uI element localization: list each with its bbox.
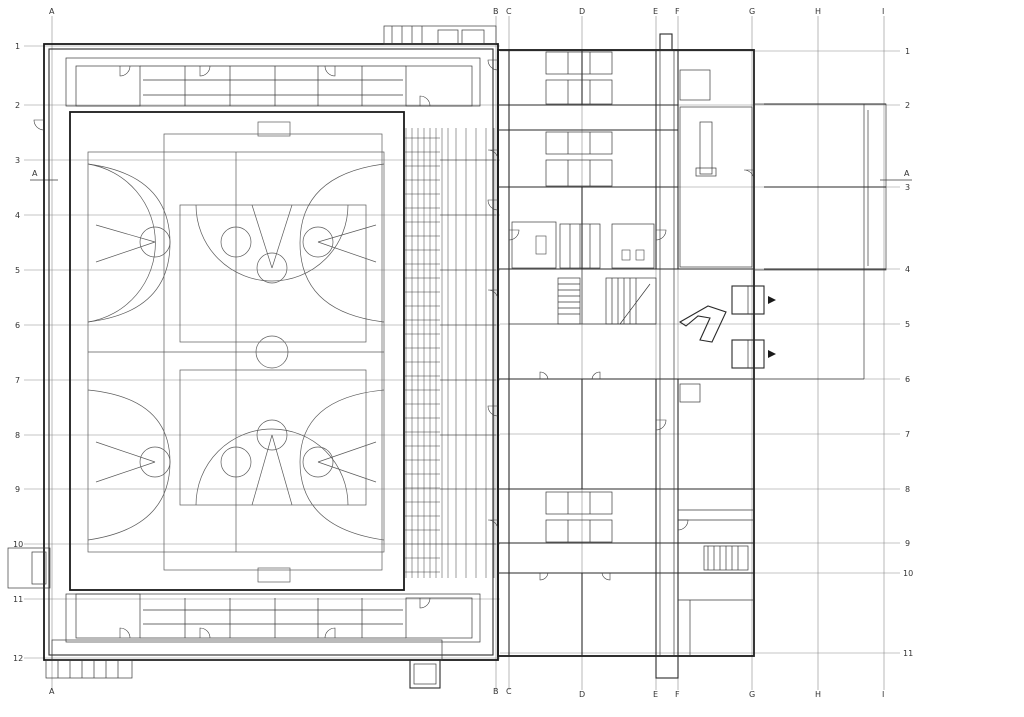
grid-label-left-6: 6	[15, 321, 20, 330]
bottom-corridor	[45, 639, 443, 689]
grid-label-bottom-a: A	[49, 687, 55, 696]
grid-labels-top: A B C D E F G H I	[49, 7, 884, 16]
bleachers	[404, 128, 496, 578]
grid-label-left-12: 12	[13, 654, 23, 663]
grid-labels-right: 1 2 3 4 5 6 7 8 9 10 11	[903, 47, 913, 658]
grid-label-top-a: A	[49, 7, 55, 16]
section-marker-left-label: A	[32, 169, 38, 178]
grid-label-top-g: G	[749, 7, 755, 16]
grid-label-top-h: H	[815, 7, 821, 16]
grid-label-left-1: 1	[15, 42, 20, 51]
sanitary-stalls-top	[545, 51, 613, 105]
grid-label-right-9: 9	[905, 539, 910, 548]
grid-labels-left: 1 2 3 4 5 6 7 8 9 10 11 12	[13, 42, 23, 663]
grid-label-top-b: B	[493, 7, 499, 16]
entry-arrow-lower-icon	[768, 350, 776, 358]
grid-label-right-11: 11	[903, 649, 913, 658]
grid-label-left-4: 4	[15, 211, 20, 220]
entrance-hall	[509, 269, 776, 369]
section-marker-right-label: A	[904, 169, 910, 178]
section-marker-right: A	[880, 169, 912, 181]
grid-label-bottom-d: D	[579, 690, 585, 699]
grid-label-bottom-g: G	[749, 690, 755, 699]
grid-label-right-3: 3	[905, 183, 910, 192]
grid-label-left-7: 7	[15, 376, 20, 385]
locker-wing	[497, 33, 755, 679]
gym-bottom-storage	[75, 593, 473, 639]
grid-label-right-5: 5	[905, 320, 910, 329]
grid-labels-bottom: A B C D E F G H I	[49, 687, 884, 699]
grid-label-left-11: 11	[13, 595, 23, 604]
grid-label-bottom-h: H	[815, 690, 821, 699]
grid-label-bottom-c: C	[506, 687, 512, 696]
grid-lines-horizontal-left	[24, 45, 500, 659]
grid-label-left-10: 10	[13, 540, 23, 549]
grid-label-left-9: 9	[15, 485, 20, 494]
grid-label-left-8: 8	[15, 431, 20, 440]
top-entry	[383, 25, 497, 45]
grid-label-right-10: 10	[903, 569, 913, 578]
grid-label-left-2: 2	[15, 101, 20, 110]
grid-label-right-7: 7	[905, 430, 910, 439]
grid-label-top-i: I	[882, 7, 884, 16]
grid-label-right-8: 8	[905, 485, 910, 494]
grid-label-top-c: C	[506, 7, 512, 16]
sanitary-stalls-mid	[545, 131, 613, 187]
grid-label-right-4: 4	[905, 265, 910, 274]
grid-label-bottom-i: I	[882, 690, 884, 699]
grid-label-top-e: E	[653, 7, 658, 16]
sanitary-stalls-lower	[545, 491, 613, 543]
grid-label-top-f: F	[675, 7, 680, 16]
grid-label-right-6: 6	[905, 375, 910, 384]
grid-lines-vertical	[51, 16, 885, 690]
entry-arrow-upper-icon	[768, 296, 776, 304]
canopy-structure	[753, 103, 887, 380]
grid-label-right-2: 2	[905, 101, 910, 110]
grid-label-left-3: 3	[15, 156, 20, 165]
office-wing	[679, 106, 753, 268]
grid-label-bottom-b: B	[493, 687, 499, 696]
grid-label-bottom-f: F	[675, 690, 680, 699]
grid-label-right-1: 1	[905, 47, 910, 56]
left-entry	[7, 547, 51, 589]
toilet-block	[511, 221, 655, 269]
grid-label-bottom-e: E	[653, 690, 658, 699]
gym-top-storage	[75, 65, 473, 107]
door-swings	[33, 59, 755, 639]
basketball-court	[69, 111, 405, 591]
grid-label-top-d: D	[579, 7, 585, 16]
grid-label-left-5: 5	[15, 266, 20, 275]
